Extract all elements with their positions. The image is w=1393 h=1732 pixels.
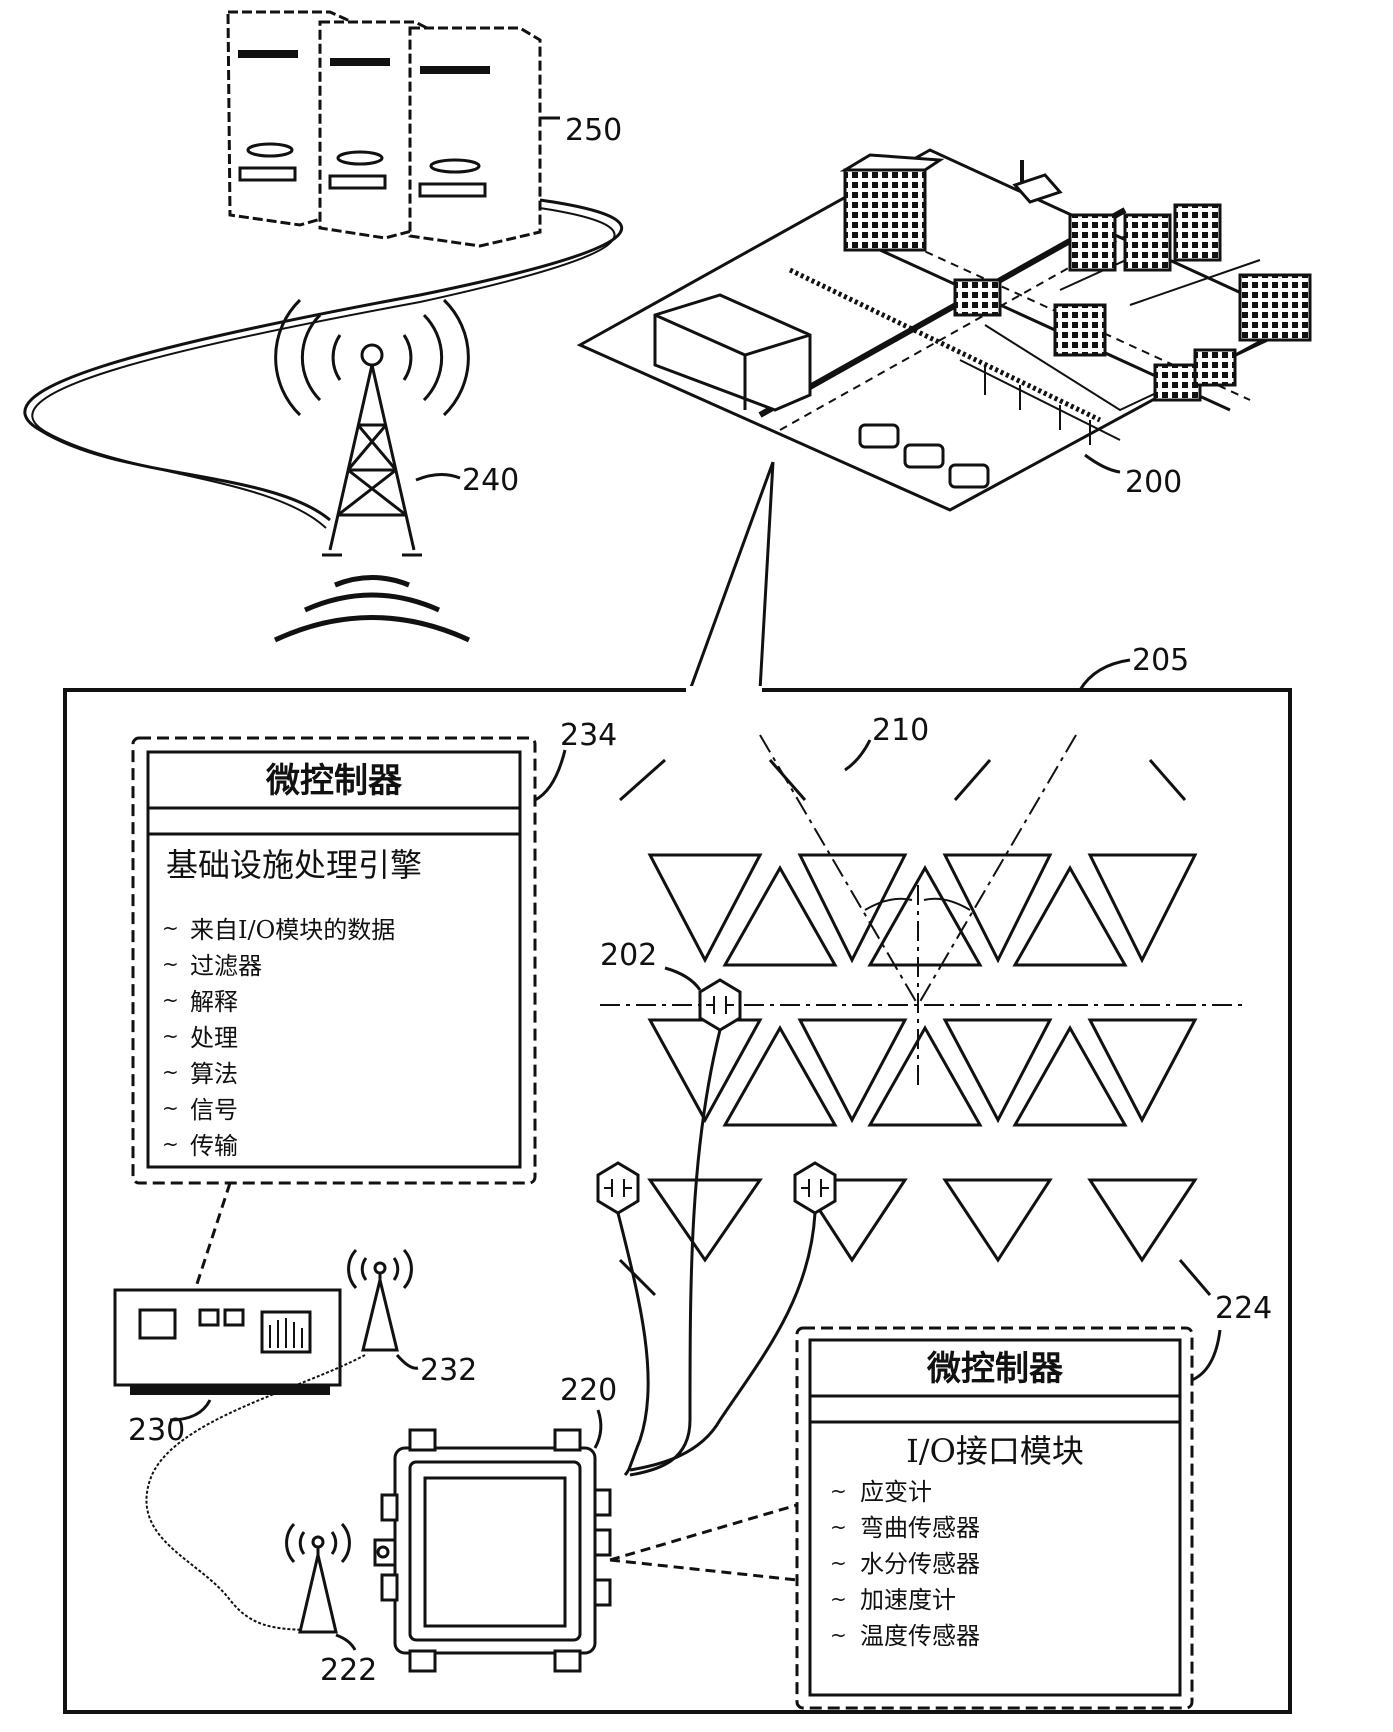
ref-210: 210 [872, 713, 929, 748]
svg-text:~: ~ [162, 1096, 179, 1120]
ref-220: 220 [560, 1373, 617, 1408]
svg-text:~: ~ [830, 1551, 847, 1575]
box234-item: 算法 [190, 1060, 238, 1088]
box234-heading: 基础设施处理引擎 [166, 846, 422, 884]
box234-item: 来自I/O模块的数据 [190, 916, 395, 944]
svg-text:~: ~ [162, 1024, 179, 1048]
ref-202: 202 [600, 938, 657, 973]
svg-text:~: ~ [162, 1132, 179, 1156]
svg-text:~: ~ [162, 1060, 179, 1084]
sensor-node-icon [596, 978, 837, 1215]
svg-text:~: ~ [162, 988, 179, 1012]
svg-text:~: ~ [830, 1515, 847, 1539]
svg-text:~: ~ [162, 952, 179, 976]
detail-frame [63, 688, 1292, 1714]
svg-text:~: ~ [162, 916, 179, 940]
box224-item: 水分传感器 [860, 1550, 980, 1578]
ref-230: 230 [128, 1413, 185, 1448]
ref-222: 222 [320, 1653, 377, 1688]
ref-250: 250 [565, 113, 622, 148]
box224-heading: I/O接口模块 [906, 1432, 1084, 1470]
svg-text:~: ~ [830, 1479, 847, 1503]
box234-item: 解释 [190, 988, 238, 1016]
controller-device-icon [113, 1288, 342, 1395]
ref-205: 205 [1132, 643, 1189, 678]
box224-title: 微控制器 [926, 1349, 1064, 1389]
server-icon [226, 10, 542, 248]
ref-232: 232 [420, 1353, 477, 1388]
microcontroller-box-234: 微控制器 基础设施处理引擎 ~ 来自I/O模块的数据 ~ 过滤器 ~ 解释 ~ … [131, 736, 537, 1185]
microcontroller-box-224: 微控制器 I/O接口模块 ~ 应变计 ~ 弯曲传感器 ~ 水分传感器 ~ 加速度… [795, 1326, 1194, 1710]
box234-item: 信号 [190, 1096, 238, 1124]
ref-200: 200 [1125, 465, 1182, 500]
antenna-icon [285, 1522, 351, 1634]
box224-item: 加速度计 [860, 1586, 956, 1614]
lattice-structure [610, 758, 1212, 1297]
box234-item: 传输 [190, 1132, 238, 1160]
svg-text:~: ~ [830, 1623, 847, 1647]
box224-item: 温度传感器 [860, 1622, 980, 1650]
box224-item: 应变计 [860, 1478, 932, 1506]
junction-box-icon [373, 1428, 612, 1673]
ref-224: 224 [1215, 1291, 1272, 1326]
box234-item: 过滤器 [190, 952, 262, 980]
antenna-icon [347, 1248, 413, 1352]
ref-240: 240 [462, 463, 519, 498]
city-map-icon [576, 148, 1312, 512]
box224-item: 弯曲传感器 [860, 1514, 980, 1542]
ref-234: 234 [560, 718, 617, 753]
svg-text:~: ~ [830, 1587, 847, 1611]
box234-item: 处理 [190, 1024, 238, 1052]
box234-title: 微控制器 [265, 761, 403, 801]
cell-tower-icon [273, 298, 471, 643]
